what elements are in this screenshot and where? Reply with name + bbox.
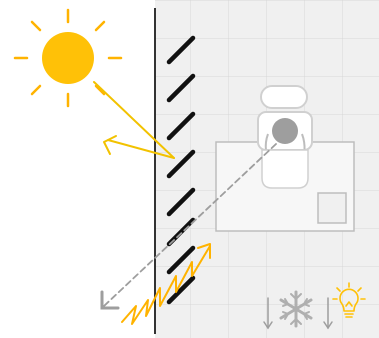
diffuse-light-arrowhead: [100, 290, 120, 310]
desk-document: [317, 192, 347, 224]
louver-3: [166, 111, 196, 141]
louver-2: [166, 73, 196, 103]
bulb-filament: [345, 301, 353, 307]
louver-4: [166, 149, 196, 179]
louver-8: [166, 275, 196, 305]
diffuse-light-path: [103, 143, 277, 307]
bulb-glass: [339, 288, 359, 312]
louver-7: [166, 245, 196, 275]
heat-zigzag-arrowhead: [197, 243, 211, 259]
down-arrow-icon: [323, 297, 333, 330]
louver-1: [166, 35, 196, 65]
chair-back: [260, 85, 308, 109]
reflected-light-arrow-icon: [93, 81, 175, 159]
louvers: [166, 35, 196, 305]
diffuse-light-arrow-icon: [100, 143, 277, 310]
sun-disc: [42, 32, 94, 84]
incoming-sun-ray: [93, 81, 175, 159]
sun-icon: [13, 8, 123, 108]
person-body: [261, 149, 309, 189]
person-head: [272, 118, 298, 144]
reflected-ray: [107, 139, 175, 159]
reflected-ray-arrowhead: [103, 135, 117, 155]
down-arrow-icon: [263, 297, 273, 330]
louver-5: [166, 187, 196, 217]
light-bulb-icon: [332, 282, 366, 318]
sun-rays: [13, 8, 123, 108]
heat-zigzag-line: [121, 245, 211, 325]
bulb-rays: [332, 282, 366, 300]
office-worker: [257, 85, 313, 189]
heat-zigzag-arrow-icon: [121, 243, 211, 325]
snowflake-icon: [279, 290, 313, 328]
